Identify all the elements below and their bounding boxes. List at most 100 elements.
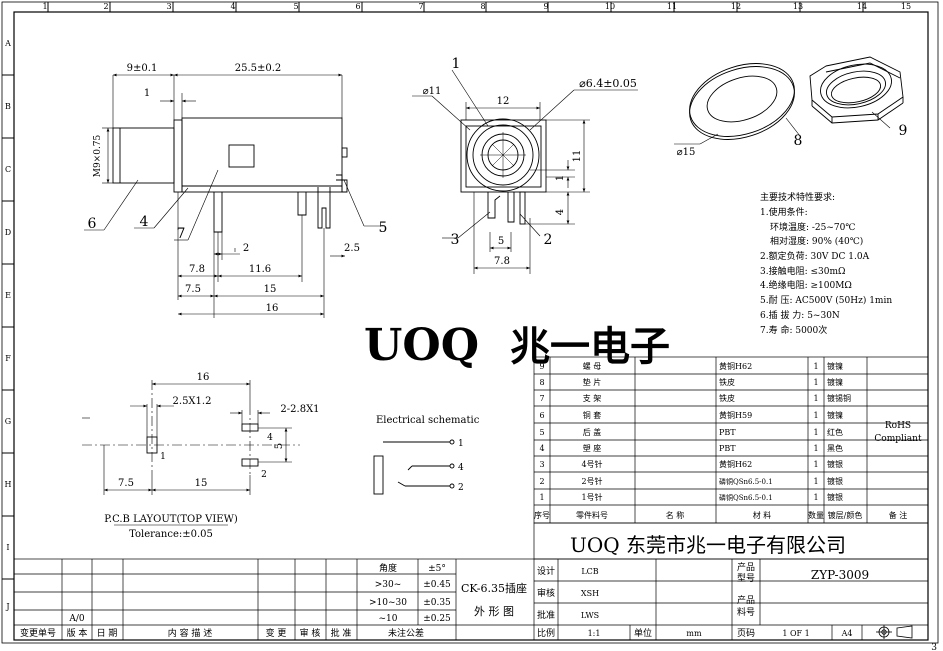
tol-value: ±0.35 (423, 598, 451, 608)
row-letters: A B C D E F G H I J (4, 39, 11, 611)
dim-1: 1 (144, 88, 150, 99)
row-letter: B (5, 102, 11, 111)
balloon-1: 1 (452, 56, 461, 72)
pcb-tolerance: Tolerance:±0.05 (129, 529, 213, 540)
dim-16: 16 (266, 303, 279, 314)
dim-m9: M9×0.75 (93, 134, 103, 177)
dim-7-8: 7.8 (494, 256, 510, 267)
bom-cell: 1 (813, 493, 818, 502)
value-page: 1 OF 1 (782, 629, 809, 638)
dim-11: 11 (572, 150, 583, 163)
spec-line: 1.使用条件: (760, 206, 808, 218)
front-view-dimensions: ⌀11 12 ⌀6.4±0.05 11 1 4 5 7.8 (423, 77, 637, 267)
washer-dia-15: ⌀15 (677, 147, 696, 158)
pcb-pin-1: 1 (160, 452, 166, 462)
label-approve: 批准 (537, 609, 555, 621)
row-letter: G (5, 417, 11, 426)
bom-cell: 5 (539, 428, 544, 437)
bom-cell: 镀镍 (827, 410, 843, 420)
row-letter: D (5, 228, 11, 237)
column-numbers: 1 2 3 4 5 6 7 8 9 10 11 12 13 14 15 (42, 2, 911, 11)
pcb-dim-7-5: 7.5 (118, 478, 134, 489)
balloon-7: 7 (177, 226, 186, 242)
electrical-schematic (373, 439, 455, 495)
bom-header-remark: 备 注 (889, 510, 908, 520)
tol-value: ±5° (428, 564, 446, 574)
pcb-labels: 16 2.5X1.2 2-2.8X1 5 7.5 15 1 2 4 P.C.B … (104, 372, 319, 540)
bom-cell: 8 (539, 378, 544, 387)
bom-cell: 1 (813, 411, 818, 420)
schematic-pin-2: 2 (458, 483, 464, 493)
washer (674, 63, 801, 145)
col-number: 2 (103, 2, 108, 11)
tol-value: ±0.25 (423, 614, 451, 624)
value-review: XSH (581, 589, 599, 598)
bom-rows: 9 螺 母 黄铜H62 1 镀镍 8 垫 片 铁皮 1 镀镍 7 支 架 铁皮 … (539, 361, 851, 502)
bom-cell: 9 (539, 362, 544, 371)
label-product-no: 产品 (737, 594, 755, 606)
bom-header: 序号 零件料号 名 称 材 料 数量 镀层/颜色 备 注 (534, 510, 907, 520)
watermark-brand: UOQ (364, 320, 479, 371)
bom-header-name: 名 称 (666, 510, 685, 520)
rohs-label: RoHS (885, 421, 911, 431)
bom-cell: 1 (813, 362, 818, 371)
bom-cell: 4 (539, 444, 544, 453)
revision-header: 变更单号 (20, 627, 56, 639)
rohs-label: Compliant (874, 434, 922, 444)
spec-line: 7.寿 命: 5000次 (760, 324, 827, 336)
row-letter: H (5, 480, 12, 489)
label-unit: 单位 (634, 627, 652, 639)
bom-cell: 1号针 (581, 492, 602, 502)
bom-rohs-note: RoHS Compliant (874, 421, 922, 444)
dim-7-5: 7.5 (185, 284, 201, 295)
bom-row: 3 4号针 黄铜H62 1 镀银 (539, 459, 843, 469)
pcb-dim-15: 15 (195, 478, 208, 489)
col-number: 1 (42, 2, 47, 11)
label-ratio: 比例 (537, 627, 555, 639)
bom-header-material: 材 料 (753, 510, 772, 520)
bom-cell: 红色 (827, 427, 843, 437)
label-product-no: 料号 (737, 606, 755, 618)
bom-cell: 黄铜H62 (719, 361, 752, 371)
label-review: 审核 (537, 587, 555, 599)
side-view-dimensions: 9±0.1 25.5±0.2 1 M9×0.75 2 2.5 7.8 11.6 … (93, 63, 360, 314)
company-name: UOQ 东莞市兆一电子有限公司 (570, 533, 846, 557)
bom-cell: 3 (539, 460, 544, 469)
spec-notes: 主要技术特性要求: 1.使用条件: 环境温度: -25~70℃ 相对湿度: 90… (760, 191, 892, 336)
row-letter: J (5, 602, 9, 611)
bom-row: 6 铜 套 黄铜H59 1 镀镍 (539, 410, 843, 420)
watermark: UOQ 兆一电子 (364, 320, 670, 371)
spec-line: 相对湿度: 90% (40℃) (770, 235, 863, 247)
schematic-pin-4: 4 (458, 463, 464, 473)
schematic-title: Electrical schematic (376, 415, 480, 426)
page-corner-number: 3 (931, 643, 937, 651)
bom-cell: 7 (539, 394, 544, 403)
part-name: CK-6.35插座 (461, 581, 527, 595)
bom-cell: 铜 套 (583, 410, 602, 420)
dim-1: 1 (555, 175, 566, 181)
bom-cell: 黄铜H59 (719, 410, 752, 420)
bom-header-plating: 镀层/颜色 (828, 510, 863, 520)
bom-cell: 镀银 (827, 476, 843, 486)
dim-5: 5 (498, 236, 504, 247)
bom-cell: 螺 母 (583, 361, 602, 371)
dim-dia-6-4: ⌀6.4±0.05 (579, 77, 637, 90)
bom-cell: PBT (719, 428, 736, 437)
spec-line: 5.耐 压: AC500V (50Hz) 1min (760, 294, 892, 306)
bom-cell: 1 (539, 493, 544, 502)
row-letter: A (4, 39, 11, 48)
tol-key: 角度 (379, 562, 397, 574)
hex-nut (809, 56, 904, 129)
value-unit: mm (686, 629, 702, 638)
col-number: 9 (543, 2, 548, 11)
bom-row: 9 螺 母 黄铜H62 1 镀镍 (539, 361, 843, 371)
bom-cell: 镀银 (827, 459, 843, 469)
balloon-6: 6 (88, 216, 97, 232)
pcb-pin-4: 4 (267, 433, 273, 443)
bom-row: 7 支 架 铁皮 1 镀锡铜 (539, 393, 851, 403)
dim-25-5: 25.5±0.2 (235, 63, 282, 74)
pcb-dim-16: 16 (197, 372, 210, 383)
front-view-balloons: 1 3 2 (451, 56, 553, 248)
col-number: 12 (731, 2, 741, 11)
